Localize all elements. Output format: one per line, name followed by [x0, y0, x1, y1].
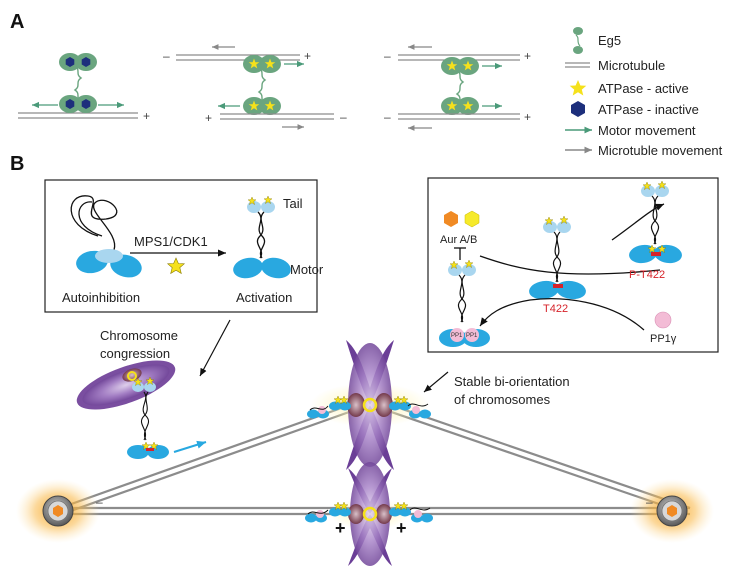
congression-label-line1: Chromosome — [100, 328, 178, 343]
plus-end-label: + — [304, 49, 311, 63]
legend-microtubule-movement: Microtuble movement — [598, 143, 723, 158]
t422-label: T422 — [543, 303, 568, 315]
eg5-inactive-icon — [59, 53, 97, 71]
eg5-motor-group — [305, 501, 433, 523]
p-t422-label: P-T422 — [629, 269, 665, 281]
centrosome-icon — [630, 479, 714, 543]
legend-atpase-inactive: ATPase - inactive — [598, 102, 699, 117]
hexagon-icon — [571, 101, 585, 117]
aurora-orange-hexagon-icon — [444, 211, 458, 227]
spindle: – – — [16, 319, 714, 566]
star-icon — [569, 80, 587, 96]
minus-end-label: – — [384, 49, 391, 63]
minus-end-label: – — [340, 110, 347, 124]
legend-atpase-active: ATPase - active — [598, 81, 689, 96]
minus-end-label: – — [384, 110, 391, 124]
panel-a-scenario-3: – + – + — [384, 44, 531, 131]
biorientation-label-line2: of chromosomes — [454, 392, 551, 407]
plus-end-label: + — [524, 49, 531, 63]
phosphate-star-icon — [166, 257, 186, 275]
plus-end-label: + — [524, 110, 531, 124]
plus-end-label: + — [335, 518, 346, 538]
eg5-active-icon — [243, 55, 281, 73]
tail-label: Tail — [283, 196, 303, 211]
centrosome-icon — [16, 479, 100, 543]
eg5-icon — [573, 27, 583, 54]
panel-a-scenario-2: – + + – — [163, 44, 347, 130]
phosphorylation-box: Aur A/B T422 PP1 PP1 — [427, 177, 719, 353]
panel-a-scenario-1: + — [18, 53, 150, 123]
minus-end-label: – — [646, 495, 653, 509]
pp1-label: PP1 — [451, 333, 463, 339]
activation-box: Autoinhibition MPS1/CDK1 Tail Motor Acti… — [44, 179, 324, 313]
kinase-label: MPS1/CDK1 — [134, 234, 208, 249]
legend-microtubule: Microtubule — [598, 58, 665, 73]
congression-label-line2: congression — [100, 346, 170, 361]
pp1-gamma-icon — [654, 311, 672, 329]
plus-end-label: + — [143, 109, 150, 123]
plus-end-label: + — [396, 518, 407, 538]
aurora-yellow-hexagon-icon — [464, 210, 480, 228]
chromosome-icon — [330, 462, 410, 566]
biorientation-label-line1: Stable bi-orientation — [454, 374, 570, 389]
aurora-label: Aur A/B — [440, 234, 477, 246]
minus-end-label: – — [163, 49, 170, 63]
minus-end-label: – — [96, 495, 103, 509]
legend-motor-movement: Motor movement — [598, 123, 696, 138]
pp1-label: PP1 — [466, 333, 478, 339]
panel-a-label: A — [10, 11, 24, 33]
chromosome-icon — [76, 360, 176, 410]
microtubule-icon — [565, 62, 590, 68]
pp1-gamma-label: PP1γ — [650, 333, 677, 345]
eg5-motor-group — [307, 395, 431, 419]
panel-b-label: B — [10, 153, 24, 175]
chromosome-icon — [310, 340, 430, 470]
congressing-eg5 — [127, 376, 207, 459]
legend-eg5: Eg5 — [598, 33, 621, 48]
legend: Eg5 Microtubule ATPase - active ATPase -… — [565, 27, 723, 158]
motor-label: Motor — [290, 262, 324, 277]
plus-end-label: + — [205, 111, 212, 125]
autoinhibition-label: Autoinhibition — [62, 290, 140, 305]
activation-label: Activation — [236, 290, 292, 305]
